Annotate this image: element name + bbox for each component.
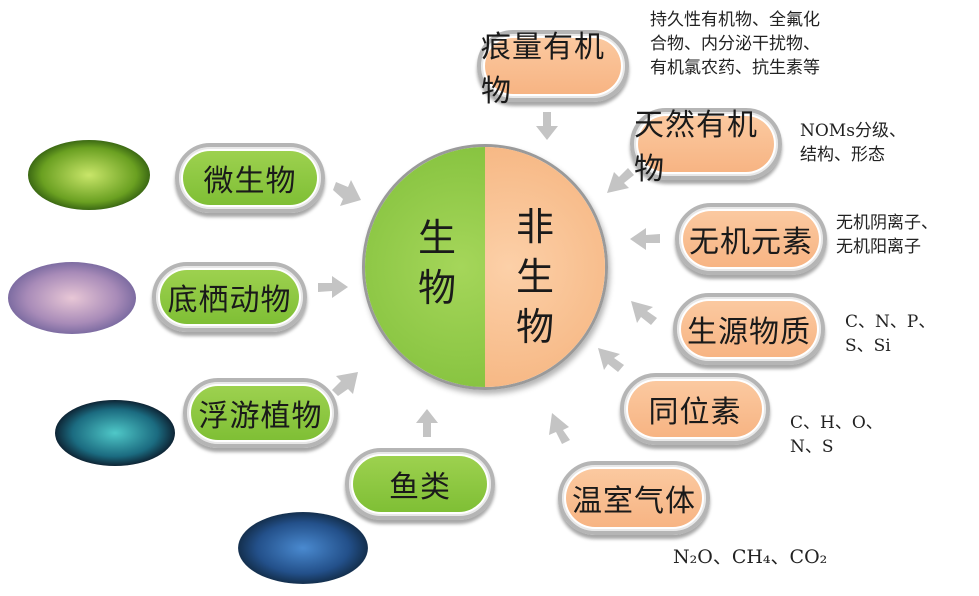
arrow-icon: [607, 168, 634, 193]
arrow-icon: [416, 409, 438, 437]
arrow-icon: [630, 228, 660, 250]
pill-label: 同位素: [648, 395, 742, 430]
pill-natural-organics[interactable]: 天然有机物: [630, 108, 782, 187]
pill-inorganic-elements[interactable]: 无机元素: [675, 203, 827, 275]
note-inorganic-elements: 无机阴离子、 无机阳离子: [836, 213, 938, 257]
arrow-icon: [536, 112, 558, 140]
pill-phytoplankton[interactable]: 浮游植物: [183, 378, 338, 448]
pill-microbe[interactable]: 微生物: [175, 143, 325, 213]
pill-label: 温室气体: [572, 484, 696, 519]
arrow-icon: [549, 413, 570, 444]
pill-fish[interactable]: 鱼类: [345, 448, 495, 520]
phytoplankton-image: [55, 400, 175, 466]
arrow-icon: [333, 180, 361, 206]
fish-image: [238, 512, 368, 584]
biotic-label: 生物: [417, 216, 456, 310]
pill-label: 生源物质: [687, 315, 811, 350]
pill-trace-organics[interactable]: 痕量有机物: [477, 30, 629, 109]
note-greenhouse-gases: N₂O、CH₄、CO₂: [673, 546, 828, 568]
pill-isotopes[interactable]: 同位素: [620, 373, 770, 445]
pill-label: 底栖动物: [167, 283, 292, 318]
note-isotopes: C、H、O、 N、S: [790, 413, 883, 457]
microbe-image: [28, 140, 150, 210]
pill-label: 无机元素: [689, 225, 813, 260]
note-natural-organics: NOMs分级、 结构、形态: [800, 121, 906, 165]
note-trace-organics: 持久性有机物、全氟化 合物、内分泌干扰物、 有机氯农药、抗生素等: [650, 10, 820, 78]
benthic-animal-image: [8, 262, 136, 334]
abiotic-half: [485, 147, 605, 387]
arrow-icon: [631, 301, 657, 325]
pill-greenhouse-gases[interactable]: 温室气体: [558, 461, 710, 535]
pill-label: 鱼类: [389, 470, 451, 505]
pill-label: 浮游植物: [198, 399, 323, 434]
arrow-icon: [332, 372, 358, 396]
pill-biogenic-substances[interactable]: 生源物质: [673, 293, 825, 365]
abiotic-label: 非生物: [515, 205, 554, 349]
note-biogenic-substances: C、N、P、 S、Si: [845, 312, 936, 356]
pill-label: 天然有机物: [634, 108, 758, 187]
center-circle: 生物 非生物: [362, 144, 608, 390]
pill-benthic-animal[interactable]: 底栖动物: [152, 262, 307, 332]
arrow-icon: [318, 276, 348, 298]
pill-label: 痕量有机物: [481, 30, 605, 109]
pill-label: 微生物: [203, 164, 297, 199]
biotic-half: [365, 147, 485, 387]
